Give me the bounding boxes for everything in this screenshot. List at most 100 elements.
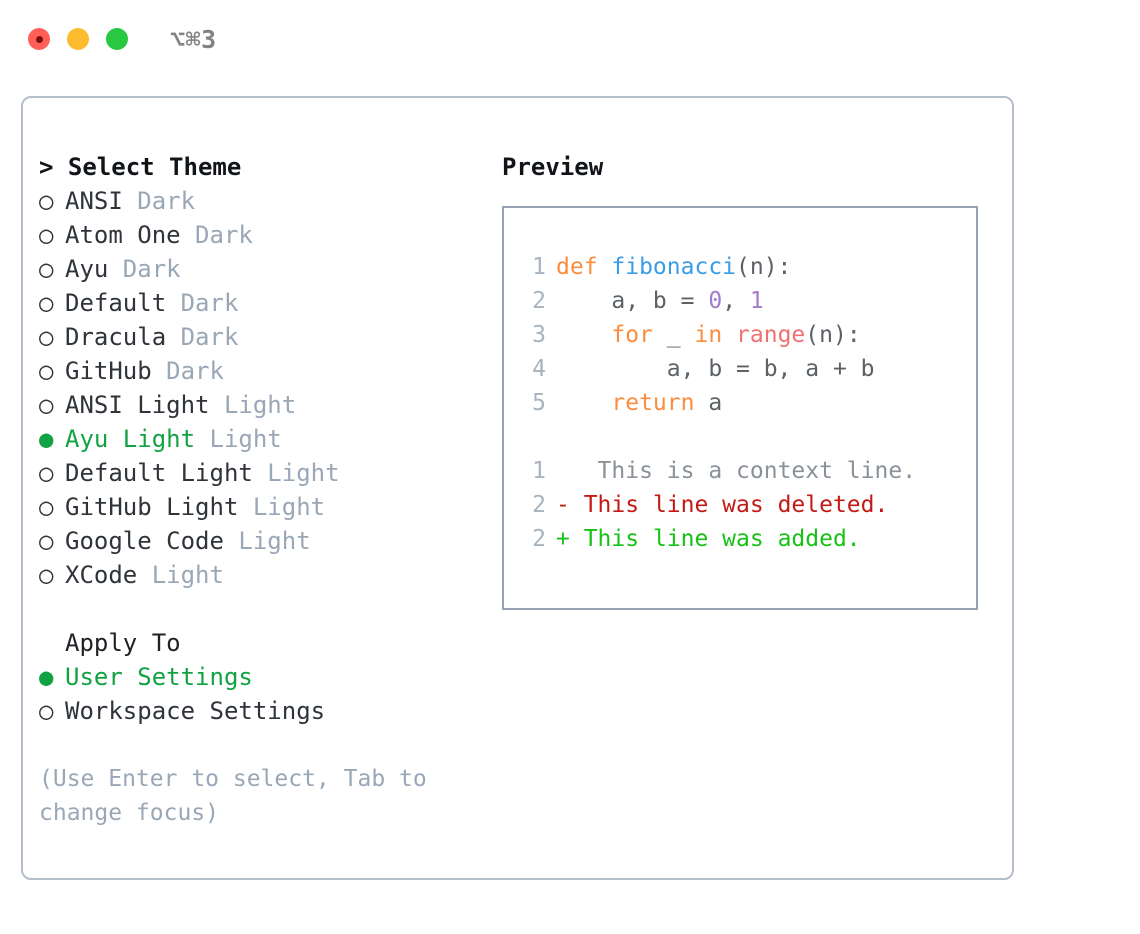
theme-variant-label: Light — [209, 391, 297, 419]
line-number: 1 — [532, 254, 546, 280]
radio-unselected-icon: ○ — [39, 323, 54, 351]
preview-column: Preview — [502, 150, 1002, 184]
code-token-plain: a, b = b, a + b — [556, 356, 875, 382]
apply-to-option-user-settings[interactable]: ● User Settings — [39, 660, 479, 694]
diff-text: This line was deleted. — [569, 492, 889, 518]
theme-option-google-code[interactable]: ○Google Code Light — [39, 524, 479, 558]
theme-variant-label: Dark — [180, 221, 253, 249]
code-token-plain: _ — [652, 322, 695, 348]
code-diff-separator — [520, 420, 968, 454]
theme-option-label: Ayu — [65, 255, 109, 283]
theme-option-label: GitHub Light — [65, 493, 239, 521]
code-token-kw: def — [556, 254, 612, 280]
code-token-plain: , — [722, 288, 750, 314]
theme-option-default[interactable]: ○ Default Dark — [39, 286, 479, 320]
theme-option-label: Default — [65, 289, 167, 317]
minimize-button-icon[interactable] — [67, 28, 89, 50]
keyboard-shortcut-label: ⌥⌘3 — [170, 24, 217, 54]
diff-marker: - — [556, 492, 570, 518]
radio-selected-icon: ● — [39, 425, 54, 453]
theme-option-xcode[interactable]: ○ XCode Light — [39, 558, 479, 592]
theme-variant-label: Light — [137, 561, 224, 589]
theme-option-github[interactable]: ○GitHub Dark — [39, 354, 479, 388]
theme-option-label: ANSI — [65, 187, 123, 215]
radio-unselected-icon: ○ — [39, 221, 54, 249]
code-line: 2 a, b = 0, 1 — [520, 284, 968, 318]
code-token-call: range — [736, 322, 806, 348]
radio-unselected-icon: ○ — [39, 561, 54, 589]
theme-variant-label: Dark — [166, 289, 239, 317]
code-token-num: 0 — [708, 288, 723, 314]
radio-unselected-icon: ○ — [39, 697, 54, 725]
diff-line-add: 2 + This line was added. — [520, 522, 968, 556]
radio-unselected-icon: ○ — [39, 493, 54, 521]
line-number: 5 — [532, 390, 546, 416]
apply-to-option-label: Workspace Settings — [65, 697, 326, 725]
theme-variant-label: Dark — [166, 323, 239, 351]
apply-to-option-label: User Settings — [65, 663, 253, 691]
theme-option-default-light[interactable]: ○ Default Light Light — [39, 456, 479, 490]
apply-to-option-workspace-settings[interactable]: ○ Workspace Settings — [39, 694, 479, 728]
theme-picker-column: > Select Theme ○ANSI Dark○Atom One Dark○… — [39, 150, 479, 830]
code-token-kw: return — [611, 390, 695, 416]
radio-unselected-icon: ○ — [39, 289, 54, 317]
apply-to-heading: Apply To — [65, 629, 181, 657]
theme-variant-label: Light — [238, 493, 326, 521]
theme-variant-label: Light — [195, 425, 282, 453]
panel-columns: > Select Theme ○ANSI Dark○Atom One Dark○… — [23, 98, 1012, 878]
code-line: 4 a, b = b, a + b — [520, 352, 968, 386]
line-number: 3 — [532, 322, 546, 348]
diff-text: This line was added. — [569, 526, 861, 552]
main-panel: > Select Theme ○ANSI Dark○Atom One Dark○… — [21, 96, 1014, 880]
diff-snippet: 1 This is a context line. 2- This line wa… — [520, 454, 968, 556]
zoom-button-icon[interactable] — [106, 28, 128, 50]
code-token-plain: a, b = — [556, 288, 709, 314]
line-number: 2 — [532, 526, 546, 552]
theme-option-ayu[interactable]: ○ Ayu Dark — [39, 252, 479, 286]
radio-unselected-icon: ○ — [39, 255, 54, 283]
theme-option-github-light[interactable]: ○ GitHub Light Light — [39, 490, 479, 524]
code-token-num: 1 — [749, 288, 764, 314]
apply-to-option-list: ● User Settings ○ Workspace Settings — [39, 660, 479, 728]
code-token-kw: for — [611, 322, 653, 348]
code-token-plain: a — [694, 390, 723, 416]
theme-variant-label: Light — [252, 459, 340, 487]
radio-unselected-icon: ○ — [39, 357, 54, 385]
section-spacer — [39, 592, 479, 626]
theme-option-ansi[interactable]: ○ANSI Dark — [39, 184, 479, 218]
radio-unselected-icon: ○ — [39, 459, 54, 487]
code-line: 3 for _ in range(n): — [520, 318, 968, 352]
theme-option-atom-one[interactable]: ○Atom One Dark — [39, 218, 479, 252]
theme-option-label: Default Light — [65, 459, 253, 487]
theme-variant-label: Dark — [108, 255, 181, 283]
theme-option-ansi-light[interactable]: ○ANSI Light Light — [39, 388, 479, 422]
title-bar: ⌥⌘3 — [0, 0, 1140, 78]
code-token-plain: (n): — [736, 254, 792, 280]
theme-variant-label: Dark — [122, 187, 196, 215]
code-token-kw: in — [694, 322, 723, 348]
close-button-icon[interactable] — [28, 28, 50, 50]
keyboard-hint-text: (Use Enter to select, Tab to change focu… — [39, 766, 427, 826]
diff-line-del: 2- This line was deleted. — [520, 488, 968, 522]
code-token-plain — [556, 390, 611, 416]
theme-option-label: GitHub — [65, 357, 152, 385]
radio-unselected-icon: ○ — [39, 527, 54, 555]
theme-option-dracula[interactable]: ○Dracula Dark — [39, 320, 479, 354]
line-number: 4 — [532, 356, 546, 382]
line-number: 1 — [532, 458, 546, 484]
diff-text: This is a context line. — [569, 458, 917, 484]
theme-option-list: ○ANSI Dark○Atom One Dark○Ayu Dark○Defaul… — [39, 184, 479, 592]
radio-selected-icon: ● — [39, 663, 54, 691]
select-theme-heading: > Select Theme — [39, 153, 242, 181]
code-token-plain: (n): — [805, 322, 861, 348]
theme-option-label: XCode — [65, 561, 138, 589]
diff-marker: + — [556, 526, 570, 552]
theme-option-label: ANSI Light — [65, 391, 210, 419]
theme-option-label: Ayu Light — [65, 425, 196, 453]
theme-option-ayu-light[interactable]: ● Ayu Light Light — [39, 422, 479, 456]
preview-heading: Preview — [502, 153, 604, 181]
